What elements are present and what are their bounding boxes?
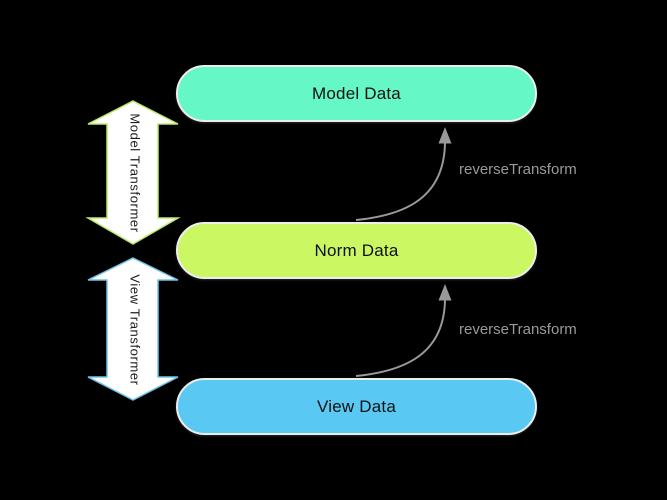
node-view-data-label: View Data [317, 396, 396, 416]
reverse-transform-arrowhead-icon [438, 127, 452, 144]
node-view-data: View Data [176, 378, 537, 435]
model-transformer-label: Model Transformer [127, 113, 143, 233]
view-transformer-double-arrow-icon [87, 257, 179, 401]
reverse-transform-label-lower: reverseTransform [459, 321, 577, 338]
node-norm-data-label: Norm Data [314, 240, 399, 260]
reverse-transform-arrow-norm-to-model [355, 142, 446, 221]
node-model-data-label: Model Data [312, 83, 401, 103]
view-transformer-label: View Transformer [127, 274, 143, 386]
model-transformer-double-arrow-icon [85, 100, 181, 245]
node-norm-data: Norm Data [176, 222, 537, 279]
reverse-transform-arrowhead-icon [438, 284, 452, 301]
reverse-transform-arrow-view-to-norm [355, 299, 446, 377]
node-model-data: Model Data [176, 65, 537, 122]
reverse-transform-label-upper: reverseTransform [459, 161, 577, 178]
